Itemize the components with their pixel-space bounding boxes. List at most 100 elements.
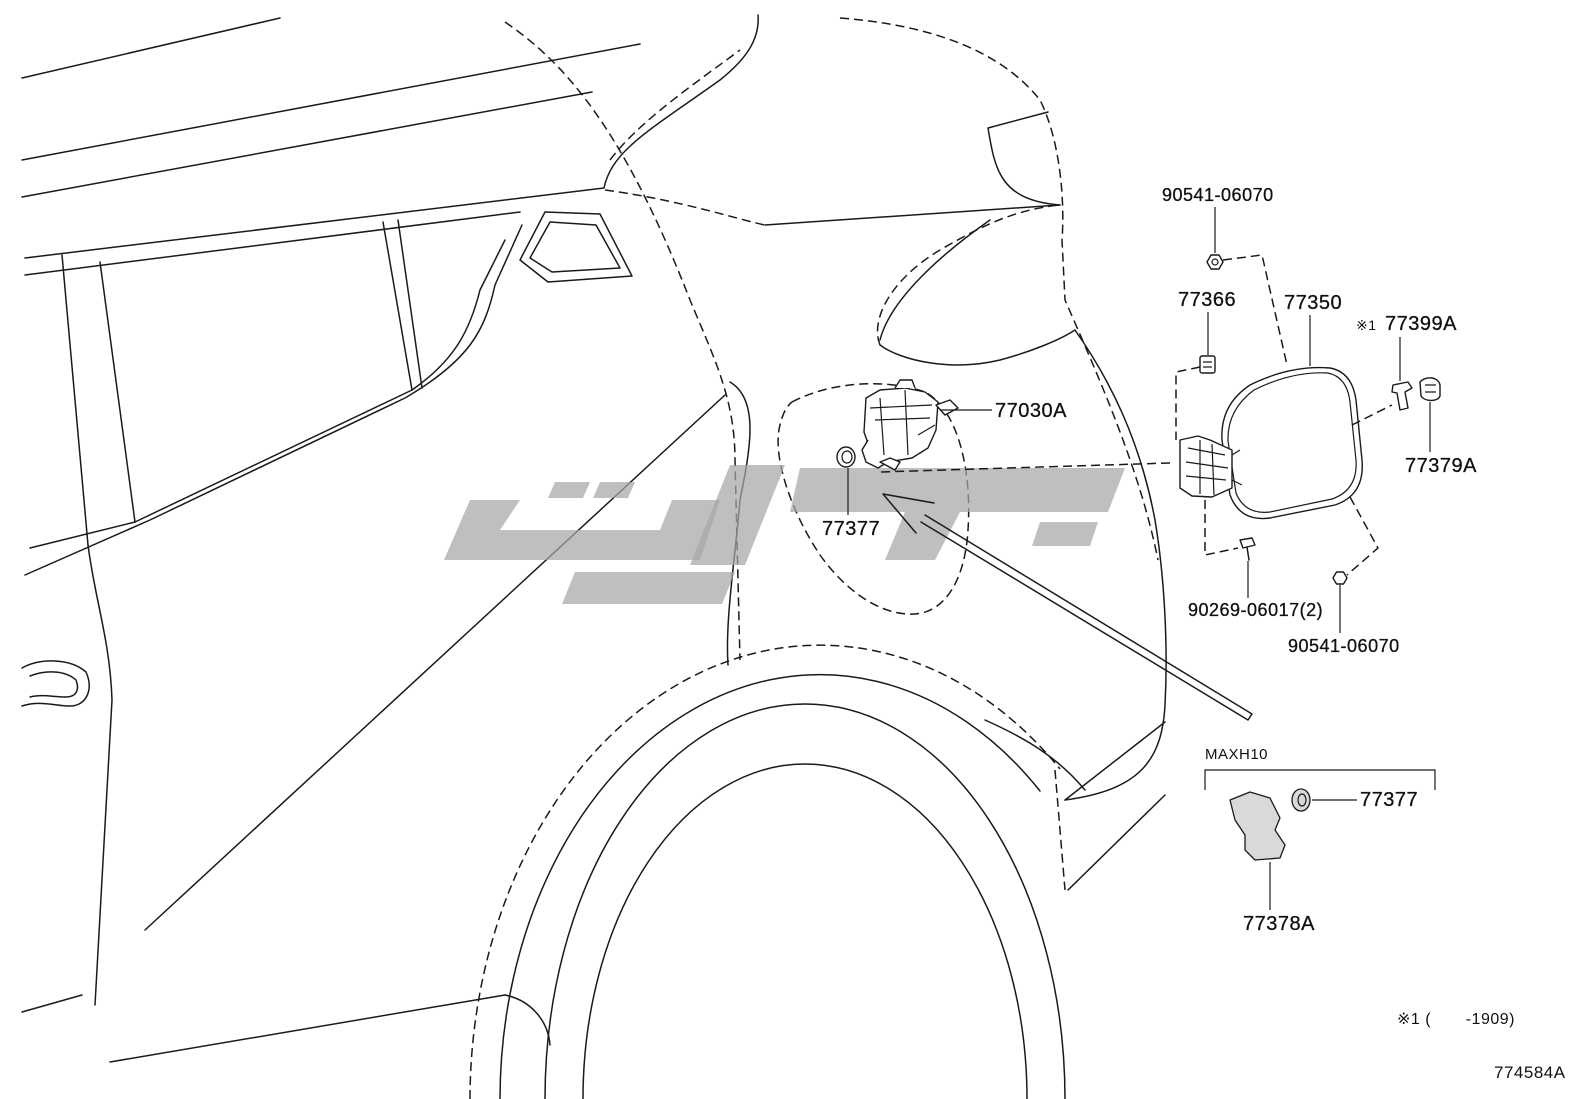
b-pillar-rear	[99, 261, 136, 523]
label-variant-bracket: 77378A	[1243, 913, 1315, 935]
clip-to-hinge-line	[1175, 366, 1201, 440]
lid-hinge	[1179, 435, 1233, 498]
window-sill-outer	[24, 224, 523, 576]
roof-side-line	[21, 43, 641, 161]
tire-inner	[582, 763, 1028, 1099]
top-nut-hexagon	[1206, 254, 1224, 270]
door-handle-inner	[29, 671, 79, 698]
variant-grommet-shape	[1291, 788, 1311, 812]
lock-detail-lines	[869, 389, 936, 456]
footnote: ※1 ( -1909)	[1397, 1012, 1515, 1028]
drawing-id: 774584A	[1494, 1063, 1566, 1082]
watermark-shape-middle	[690, 465, 785, 565]
quarter-glass-outer	[519, 211, 633, 283]
spoiler-outline	[839, 17, 1159, 561]
label-variant-grommet: 77377	[1360, 789, 1419, 811]
fender-lower-line	[984, 719, 1086, 791]
variant-bracket-shape	[1229, 791, 1286, 861]
watermark-shape-right	[790, 468, 1125, 560]
watermark-logo	[444, 465, 1125, 604]
nut-to-lid-line	[1222, 254, 1288, 366]
leader-lines	[847, 207, 1436, 910]
variant-parts	[1229, 788, 1311, 861]
footnote-range: ( -1909)	[1425, 1011, 1515, 1028]
quarter-panel-rear	[1064, 329, 1167, 801]
hatch-corner-line	[987, 111, 1061, 206]
label-nut-top: 90541-06070	[1162, 185, 1274, 205]
bottom-nut-hexagon	[1332, 571, 1348, 585]
fuel-lid-assembly	[1179, 254, 1441, 585]
window-sill-inner	[29, 239, 506, 549]
lock-arm	[935, 399, 959, 416]
roof-drip-line	[21, 91, 593, 198]
bumper-hidden-line	[1054, 769, 1066, 891]
bumper-line-lower	[1067, 794, 1166, 891]
tail-lamp-upper	[879, 219, 991, 341]
watermark-dot-1	[548, 482, 590, 498]
label-fuel-lid: 77350	[1284, 292, 1343, 314]
lock-top-knob	[894, 379, 916, 389]
window-frame-inner	[24, 211, 521, 276]
label-note-mark: ※1	[1356, 317, 1377, 333]
watermark-dot-2	[593, 482, 635, 498]
tail-lamp-outline	[876, 204, 1061, 346]
arrow-head	[882, 493, 935, 534]
wheel-arch-outer	[469, 644, 1061, 1099]
label-nut-bottom: 90541-06070	[1288, 636, 1400, 656]
wheel-arch-inner	[499, 673, 1041, 1099]
label-77399a: 77399A	[1385, 313, 1457, 335]
window-frame-outer	[24, 14, 759, 259]
watermark-shape-tail	[562, 572, 735, 604]
variant-grommet-inner	[1297, 793, 1307, 807]
lock-plunger-tip	[879, 457, 901, 471]
clip-detail	[1203, 361, 1212, 368]
label-77379a: 77379A	[1405, 455, 1477, 477]
part-77399a-shape	[1391, 381, 1413, 411]
rear-door-edge	[504, 21, 741, 661]
car-body-dashed-lines	[469, 17, 1159, 1099]
part-77379a-detail	[1425, 384, 1436, 393]
lid-to-77399a-line	[1351, 404, 1393, 426]
lock-assembly-part	[861, 379, 959, 471]
watermark-shape-left	[444, 500, 720, 560]
label-grommet: 77377	[822, 518, 881, 540]
lower-door-line	[21, 994, 83, 1013]
label-clip: 77366	[1178, 289, 1237, 311]
label-bolt: 90269-06017(2)	[1188, 600, 1324, 620]
footnote-mark: ※1	[1397, 1011, 1421, 1028]
fuel-lid-outer	[1221, 366, 1363, 520]
variant-bracket-line	[1204, 769, 1436, 790]
grommet-part	[836, 446, 856, 468]
b-pillar-front	[61, 254, 89, 546]
label-variant-model: MAXH10	[1205, 746, 1269, 763]
top-nut-hole	[1211, 258, 1219, 266]
grommet-inner	[841, 450, 853, 464]
hinge-to-bolt-line	[1204, 500, 1239, 556]
bolt-shank	[1246, 546, 1250, 561]
tire-outer	[544, 703, 1066, 1099]
part-77379a-shape	[1419, 377, 1441, 402]
watermark-dot-3	[1032, 522, 1098, 546]
installation-arrow	[882, 493, 1253, 721]
rear-window-edge	[609, 49, 741, 161]
hinge-detail	[1185, 440, 1243, 496]
rear-hatch-line	[764, 204, 1061, 226]
door-handle-outer	[21, 660, 90, 707]
rear-door-front-edge	[87, 544, 113, 1006]
hatch-side-line	[604, 189, 766, 226]
bumper-line-upper	[1064, 721, 1166, 801]
tail-lamp-lower	[879, 329, 1076, 366]
fuel-lid-opening	[777, 382, 970, 615]
roof-edge-line	[21, 17, 281, 79]
fuel-lid-inner	[1227, 372, 1357, 513]
quarter-glass-inner	[529, 221, 621, 273]
label-lock-assembly: 77030A	[995, 400, 1067, 422]
clip-part	[1199, 355, 1216, 374]
glass-divider-front	[382, 221, 413, 391]
glass-divider-rear	[397, 219, 423, 389]
assembly-dashed-lines	[879, 254, 1393, 576]
lid-to-nut-line	[1346, 496, 1379, 576]
arrow-shaft	[920, 514, 1253, 721]
